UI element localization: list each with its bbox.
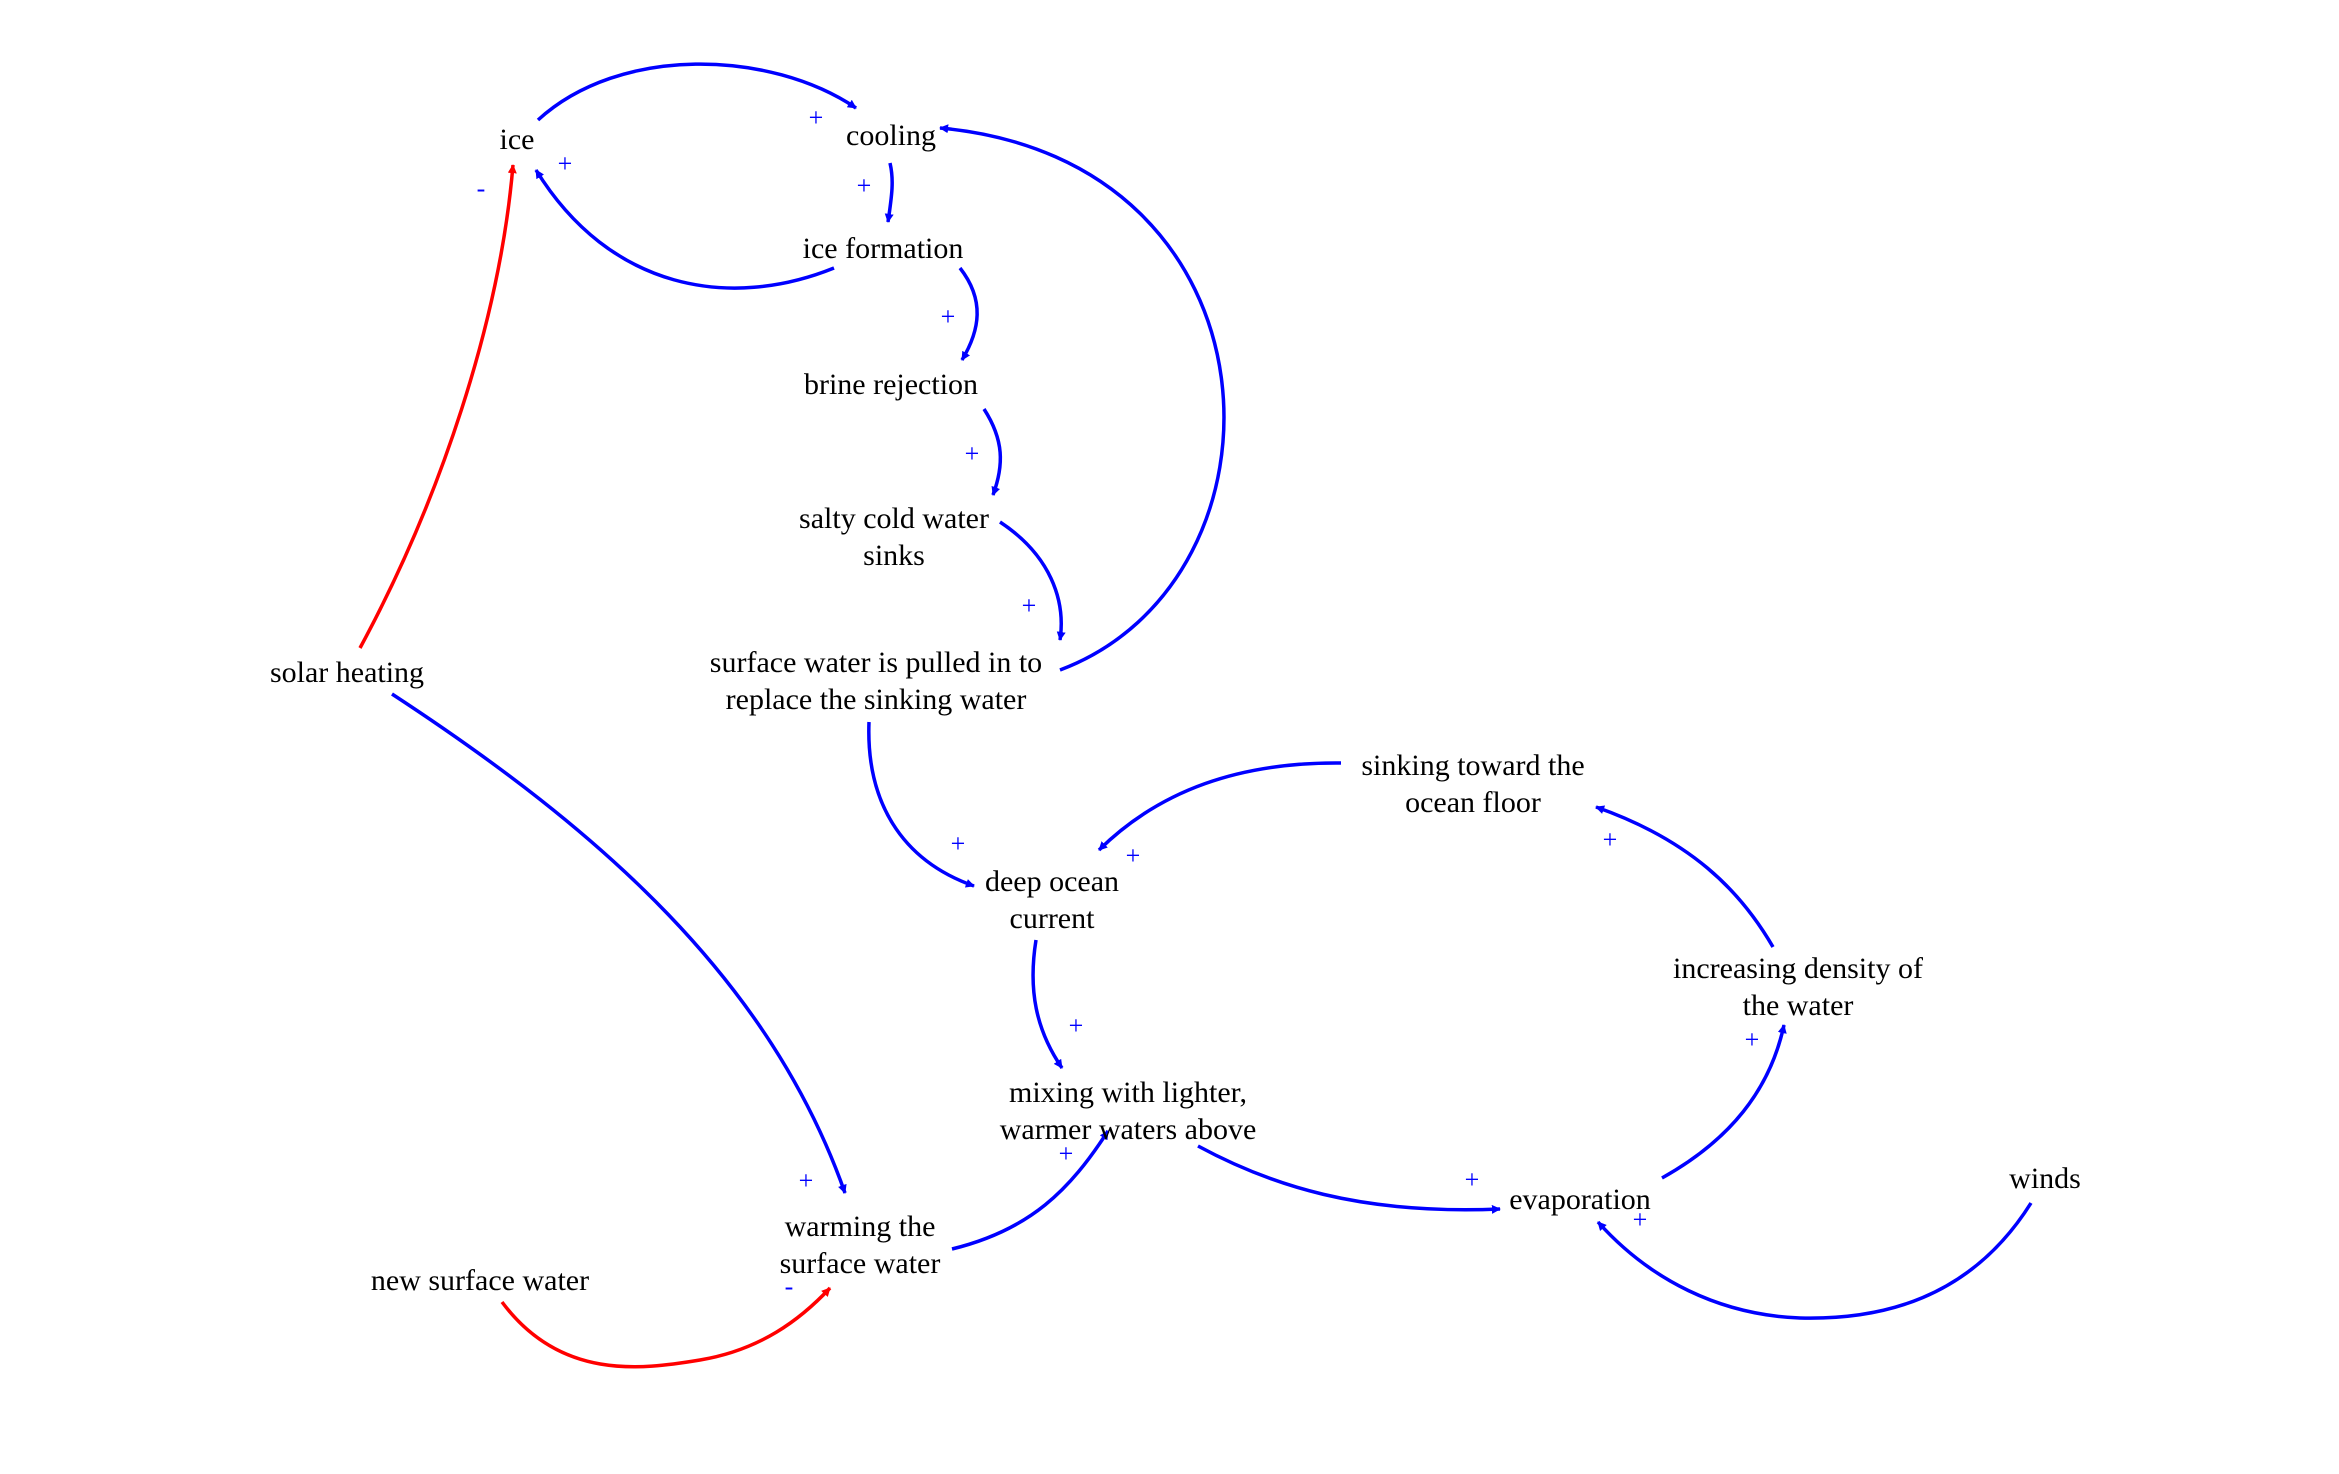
links-layer [358, 62, 2033, 1369]
causal-link-cooling-to-ice-formation [884, 162, 894, 223]
node-label-line: current [1010, 902, 1096, 935]
causal-link-deep-ocean-current-to-mixing [1031, 939, 1064, 1069]
node-label-line: mixing with lighter, [1009, 1076, 1247, 1109]
node-sinking-toward-floor: sinking toward the ocean floor [1361, 749, 1584, 819]
node-label-line: surface water is pulled in to [710, 646, 1042, 679]
causal-link-solar-heating-to-ice [358, 164, 517, 649]
node-label-line: sinks [863, 539, 925, 572]
causal-link-increasing-density-to-sinking-toward-floor [1595, 805, 1775, 948]
node-label-line: ice formation [803, 232, 964, 265]
node-label-line: increasing density of [1673, 952, 1923, 985]
node-label-line: warming the [785, 1210, 936, 1243]
node-mixing: mixing with lighter, warmer waters above [1000, 1076, 1257, 1146]
node-label-line: salty cold water [799, 502, 989, 535]
causal-link-mixing-to-evaporation [1197, 1144, 1501, 1214]
polarity-positive-label: + [965, 439, 980, 468]
polarity-positive-label: + [1603, 825, 1618, 854]
node-label-line: cooling [846, 119, 936, 152]
polarity-negative-label: - [785, 1272, 794, 1301]
causal-link-salty-cold-water-sinks-to-surface-water-pulled [999, 520, 1066, 641]
node-label-line: solar heating [270, 656, 424, 689]
node-salty-cold-water-sinks: salty cold water sinks [799, 502, 989, 572]
node-label-line: the water [1743, 989, 1854, 1022]
polarity-positive-label: + [799, 1166, 814, 1195]
node-label-line: replace the sinking water [726, 683, 1027, 716]
causal-link-surface-water-pulled-to-cooling [939, 124, 1226, 672]
polarity-positive-label: + [1069, 1011, 1084, 1040]
node-evaporation: evaporation [1509, 1183, 1651, 1216]
causal-link-solar-heating-to-warming-surface-water [391, 692, 847, 1194]
node-label-line: ocean floor [1405, 786, 1541, 819]
node-label-line: winds [2009, 1162, 2081, 1195]
causal-link-ice-formation-to-brine-rejection [958, 266, 979, 361]
causal-link-evaporation-to-increasing-density [1661, 1024, 1787, 1180]
causal-link-winds-to-evaporation [1596, 1202, 2033, 1320]
node-warming-surface-water: warming the surface water [780, 1210, 941, 1280]
causal-link-new-surface-water-to-warming-surface-water [500, 1286, 832, 1369]
node-label-line: new surface water [371, 1264, 589, 1297]
causal-link-ice-to-cooling [536, 62, 857, 122]
polarity-layer: + + + + + + - + + + + + + + + + - [477, 103, 1760, 1301]
polarity-positive-label: + [1126, 841, 1141, 870]
node-label-line: deep ocean [985, 865, 1119, 898]
node-label-line: evaporation [1509, 1183, 1651, 1216]
node-cooling: cooling [846, 119, 936, 152]
node-increasing-density: increasing density of the water [1673, 952, 1923, 1022]
node-label-line: sinking toward the [1361, 749, 1584, 782]
node-deep-ocean-current: deep ocean current [985, 865, 1119, 935]
polarity-positive-label: + [1745, 1025, 1760, 1054]
polarity-positive-label: + [857, 171, 872, 200]
causal-link-ice-formation-to-ice [534, 169, 835, 290]
polarity-positive-label: + [1022, 591, 1037, 620]
causal-link-warming-surface-water-to-mixing [951, 1130, 1110, 1251]
causal-link-brine-rejection-to-salty-cold-water-sinks [982, 408, 1003, 496]
node-label-line: surface water [780, 1247, 941, 1280]
polarity-positive-label: + [558, 149, 573, 178]
polarity-positive-label: + [1059, 1139, 1074, 1168]
node-label-line: brine rejection [804, 368, 978, 401]
node-label-line: ice [500, 123, 535, 156]
node-label-line: warmer waters above [1000, 1113, 1257, 1146]
node-brine-rejection: brine rejection [804, 368, 978, 401]
polarity-positive-label: + [1633, 1205, 1648, 1234]
node-ice: ice [500, 123, 535, 156]
polarity-positive-label: + [809, 103, 824, 132]
causal-link-sinking-toward-floor-to-deep-ocean-current [1097, 761, 1342, 852]
polarity-positive-label: + [941, 302, 956, 331]
node-new-surface-water: new surface water [371, 1264, 589, 1297]
polarity-positive-label: + [951, 829, 966, 858]
nodes-layer: ice cooling ice formation brine rejection sa… [270, 119, 2081, 1297]
polarity-positive-label: + [1465, 1165, 1480, 1194]
causal-link-surface-water-pulled-to-deep-ocean-current [867, 721, 975, 888]
node-surface-water-pulled: surface water is pulled in to replace the… [710, 646, 1042, 716]
node-solar-heating: solar heating [270, 656, 424, 689]
polarity-negative-label: - [477, 174, 486, 203]
node-ice-formation: ice formation [803, 232, 964, 265]
node-winds: winds [2009, 1162, 2081, 1195]
